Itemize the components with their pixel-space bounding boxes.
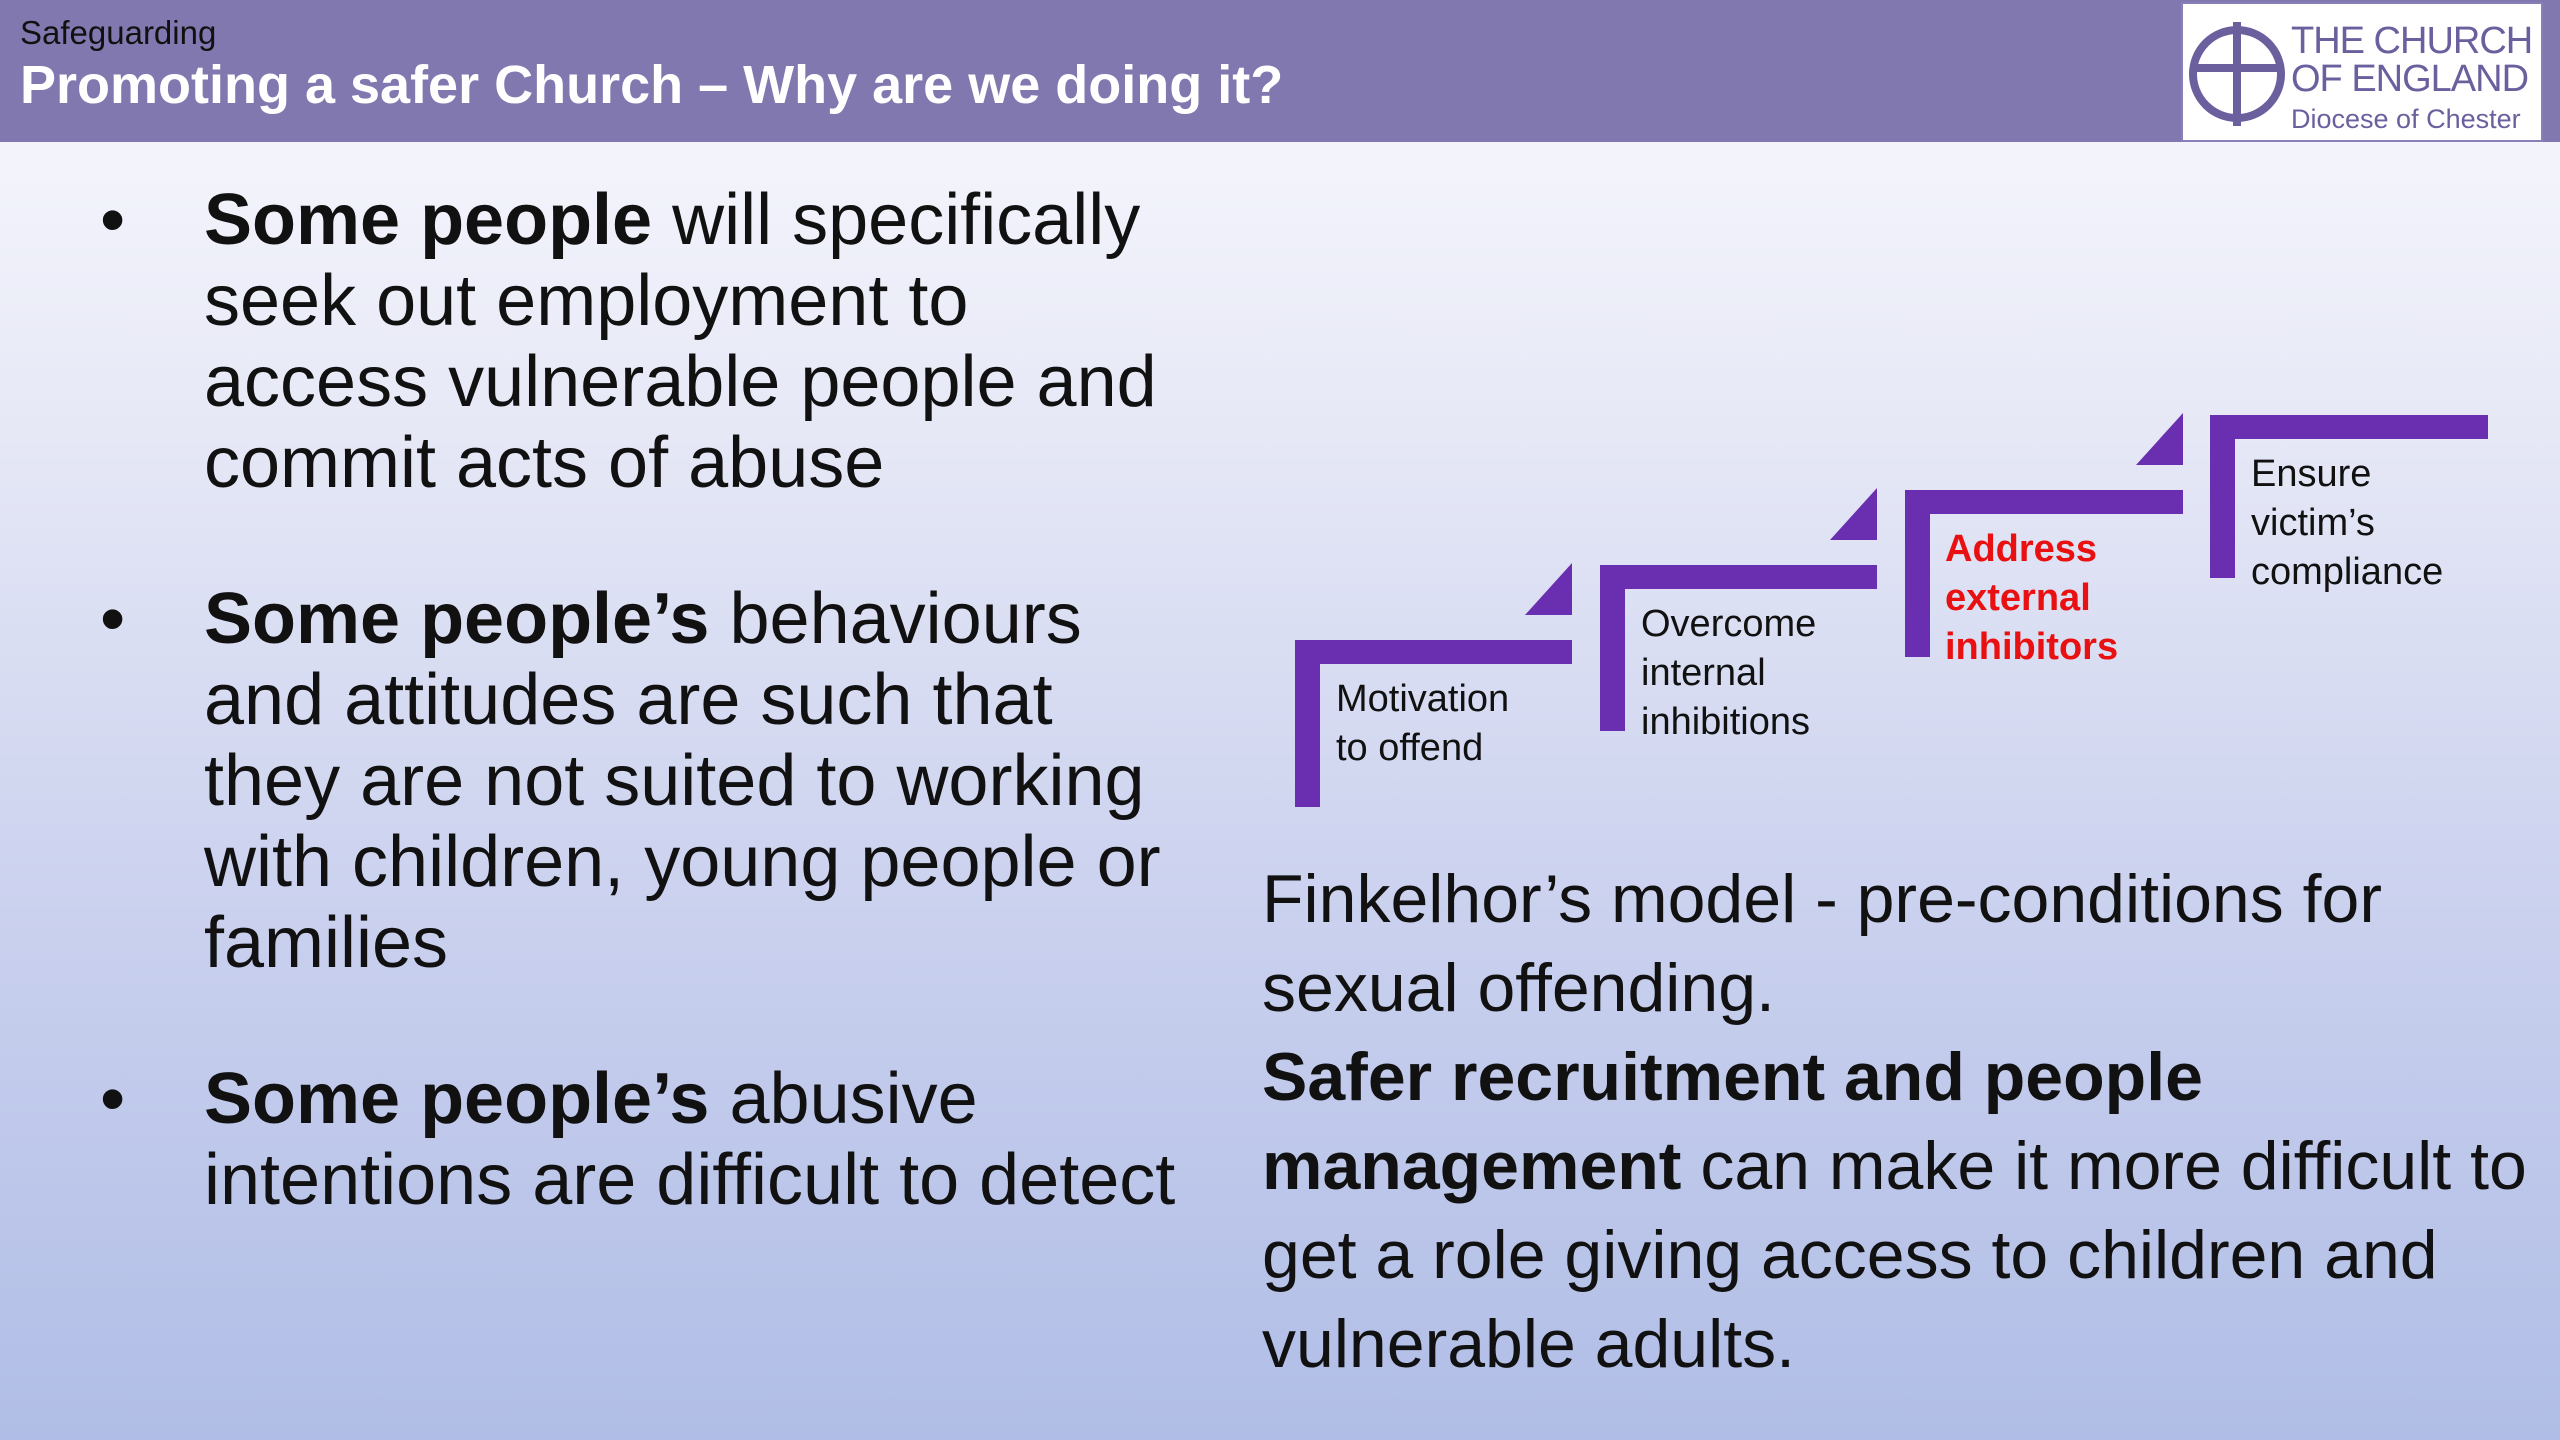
finkelhor-steps-diagram: Motivation to offend Overcome internal i… — [1285, 405, 2515, 825]
bullet-emphasis: Some people — [204, 180, 653, 260]
bullet-text: abusive intentions are difficult to dete… — [204, 1059, 1176, 1220]
step-1-shape — [1295, 640, 1572, 807]
step-2-shape — [1600, 565, 1877, 731]
bullet-item-1: Some people will specifically seek out e… — [100, 180, 1200, 504]
logo-line-3: Diocese of Chester — [2291, 104, 2521, 134]
bullet-item-2: Some people’s behaviours and attitudes a… — [100, 579, 1200, 984]
step-label-2: Overcome internal inhibitions — [1641, 603, 1817, 743]
steps-graphic — [1295, 413, 2488, 807]
step-label-4: Ensure victim’s compliance — [2251, 453, 2444, 593]
logo-line-1: THE CHURCH — [2291, 20, 2533, 62]
bullet-emphasis: Some people’s — [204, 1059, 710, 1139]
step-3-shape — [1905, 490, 2183, 657]
bullet-list: Some people will specifically seek out e… — [100, 180, 1200, 1296]
bullet-item-3: Some people’s abusive intentions are dif… — [100, 1059, 1200, 1221]
finkelhor-emphasis: Safer recruitment and people management — [1262, 1039, 2203, 1204]
finkelhor-rest: can make it more difficult to get a role… — [1262, 1128, 2527, 1382]
header-bar: Safeguarding Promoting a safer Church – … — [0, 0, 2560, 142]
finkelhor-text-block: Finkelhor’s model - pre-conditions for s… — [1262, 855, 2552, 1389]
step-3-arrow — [2136, 413, 2183, 465]
step-2-arrow — [1830, 488, 1877, 540]
step-label-1: Motivation to offend — [1336, 678, 1510, 769]
step-4-shape — [2210, 415, 2488, 578]
church-of-england-logo: THE CHURCH OF ENGLAND Diocese of Chester — [2181, 2, 2543, 142]
step-1-arrow — [1525, 563, 1572, 615]
bullet-emphasis: Some people’s — [204, 579, 710, 659]
step-label-3: Address external inhibitors — [1945, 528, 2119, 668]
bullet-text: behaviours and attitudes are such that t… — [204, 579, 1161, 983]
finkelhor-intro: Finkelhor’s model - pre-conditions for s… — [1262, 861, 2382, 1026]
page-title: Promoting a safer Church – Why are we do… — [20, 55, 1284, 115]
logo-line-2: OF ENGLAND — [2291, 58, 2529, 100]
cross-circle-icon — [2189, 22, 2285, 126]
bullet-text: will specifically seek out employment to… — [204, 180, 1157, 503]
section-label: Safeguarding — [20, 14, 217, 51]
